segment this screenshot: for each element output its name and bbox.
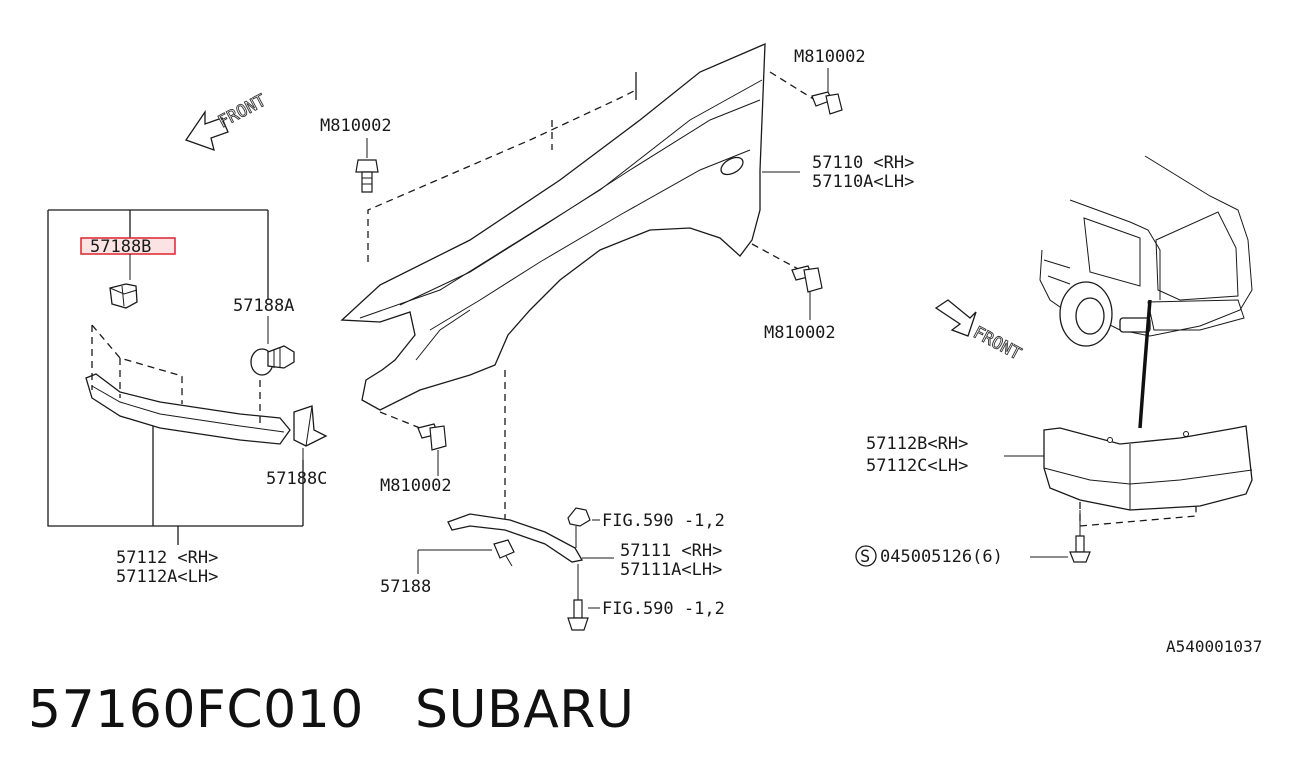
label-57188b: 57188B [90, 237, 151, 257]
label-m810002-bottom: M810002 [380, 476, 452, 496]
nut-icon-top [567, 507, 591, 527]
label-57112-rh: 57112 <RH> [116, 548, 218, 568]
bolt-icon-top-center [355, 159, 379, 193]
screw-circle-icon [855, 545, 877, 567]
bolt-icon-bottom [417, 423, 447, 451]
clip-57188-icon [493, 539, 515, 567]
screw-icon-right [1069, 535, 1091, 563]
label-m810002-top-right: M810002 [794, 47, 866, 67]
label-045005126: 045005126(6) [880, 547, 1003, 567]
mudguard-strip-icon [447, 513, 584, 563]
label-57112b-rh: 57112B<RH> [866, 434, 968, 454]
label-57188a: 57188A [233, 296, 294, 316]
front-label-right: FRONT [970, 323, 1025, 365]
front-arrow-icon-right: FRONT [934, 299, 1025, 365]
label-57112c-lh: 57112C<LH> [866, 456, 968, 476]
label-57188c: 57188C [266, 469, 327, 489]
diagram-code: A540001037 [1166, 637, 1262, 656]
label-57110-rh: 57110 <RH> [812, 153, 914, 173]
label-fig590-top: FIG.590 -1,2 [602, 511, 725, 531]
bolt-icon-mid-right [791, 265, 823, 293]
label-57112a-lh: 57112A<LH> [116, 567, 218, 587]
rear-bumper-corner-icon [1043, 425, 1253, 511]
label-fig590-bottom: FIG.590 -1,2 [602, 599, 725, 619]
screw-icon-bottom [567, 599, 589, 631]
clip-57188b-icon [109, 283, 138, 309]
highlight-box [80, 237, 176, 255]
label-m810002-mid-right: M810002 [764, 323, 836, 343]
vehicle-rear-icon [1039, 155, 1253, 347]
footer-title: 57160FC010 SUBARU [28, 680, 635, 740]
bumper-bracket-left-icon [85, 324, 291, 445]
label-57110a-lh: 57110A<LH> [812, 172, 914, 192]
clip-57188c-icon [293, 405, 328, 447]
bolt-icon-top-right [811, 91, 843, 115]
label-screw-circle: S [860, 547, 870, 567]
part-number: 57160FC010 [28, 680, 364, 740]
front-arrow-icon-left: FRONT [184, 90, 270, 152]
front-label-left: FRONT [215, 91, 270, 133]
fender-panel-icon [340, 42, 766, 411]
label-57111a-lh: 57111A<LH> [620, 560, 722, 580]
label-m810002-top-center: M810002 [320, 116, 392, 136]
clip-57188a-icon [250, 345, 295, 376]
label-57111-rh: 57111 <RH> [620, 541, 722, 561]
brand-name: SUBARU [414, 680, 635, 740]
label-57188: 57188 [380, 577, 431, 597]
bumper-group-box [47, 209, 304, 545]
